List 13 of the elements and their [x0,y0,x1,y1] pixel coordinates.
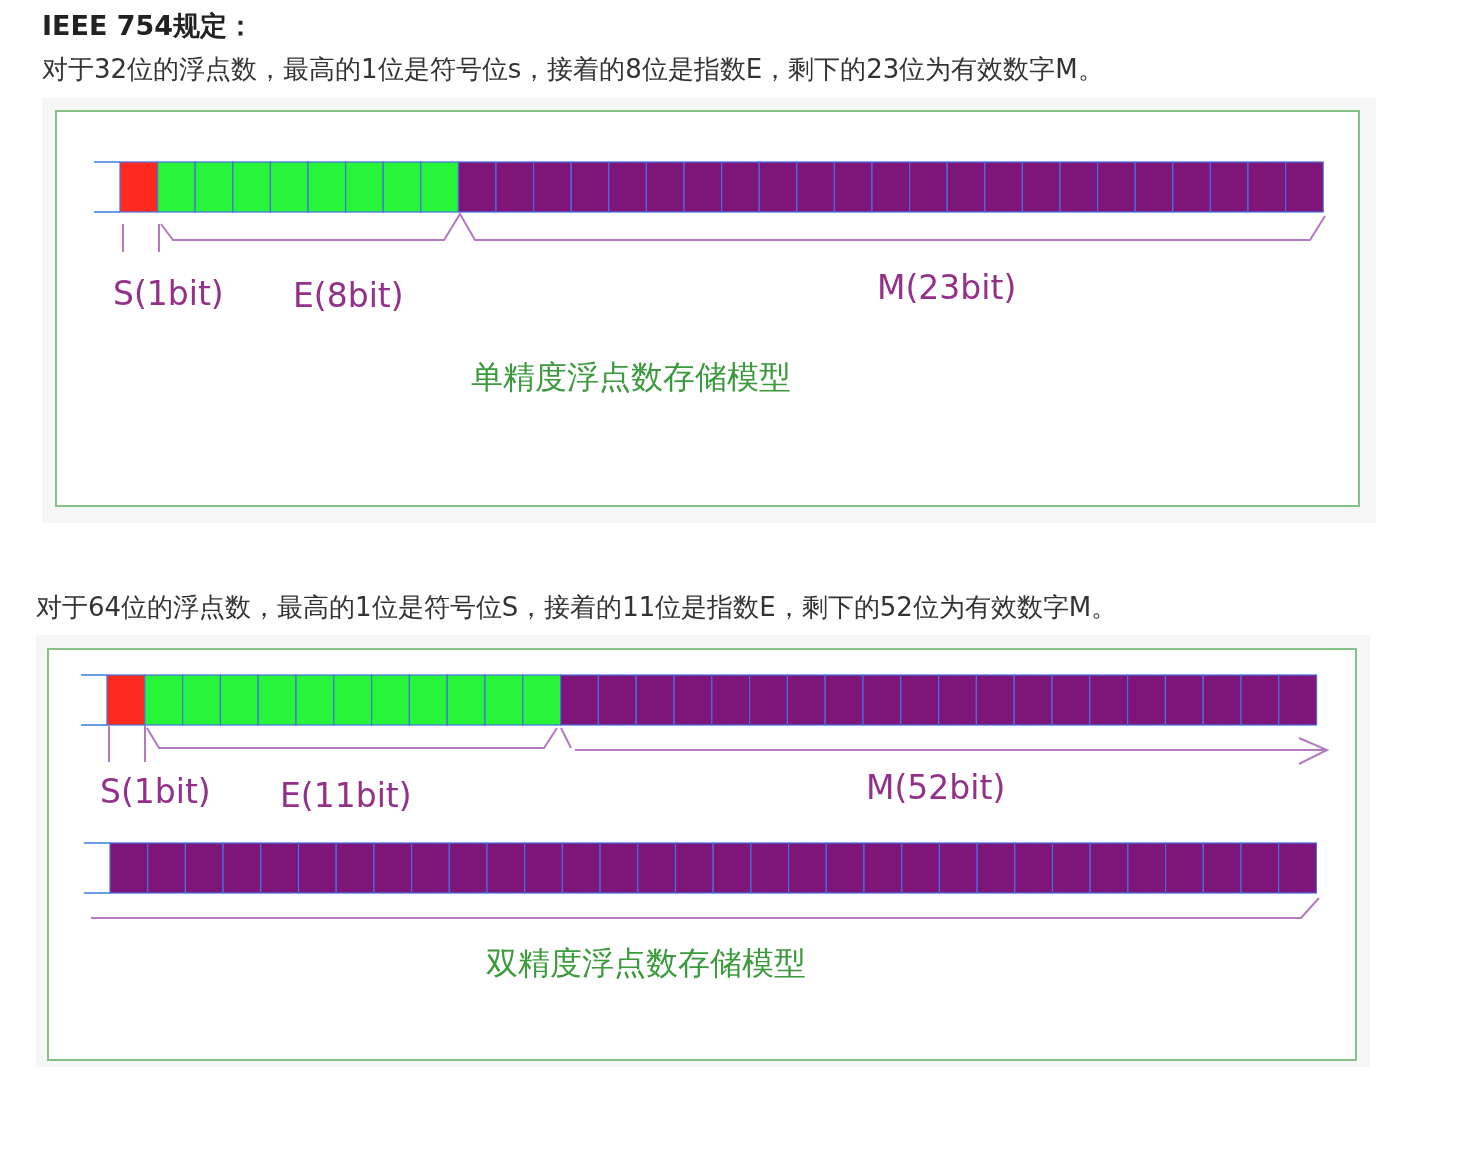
model-caption: 单精度浮点数存储模型 [471,357,791,398]
field-label: E(11bit) [280,776,412,815]
field-label: M(52bit) [866,768,1006,807]
diagram-panel [55,110,1360,507]
field-label: M(23bit) [877,268,1017,307]
description-text: 对于32位的浮点数，最高的1位是符号位s，接着的8位是指数E，剩下的23位为有效数字M。 [42,53,1104,86]
heading: IEEE 754规定： [42,9,255,43]
diagram-panel [47,648,1357,1061]
field-label: S(1bit) [113,274,224,313]
field-label: S(1bit) [100,772,211,811]
model-caption: 双精度浮点数存储模型 [486,943,806,984]
description-text: 对于64位的浮点数，最高的1位是符号位S，接着的11位是指数E，剩下的52位为有效数字M。 [36,591,1118,624]
field-label: E(8bit) [293,276,404,315]
